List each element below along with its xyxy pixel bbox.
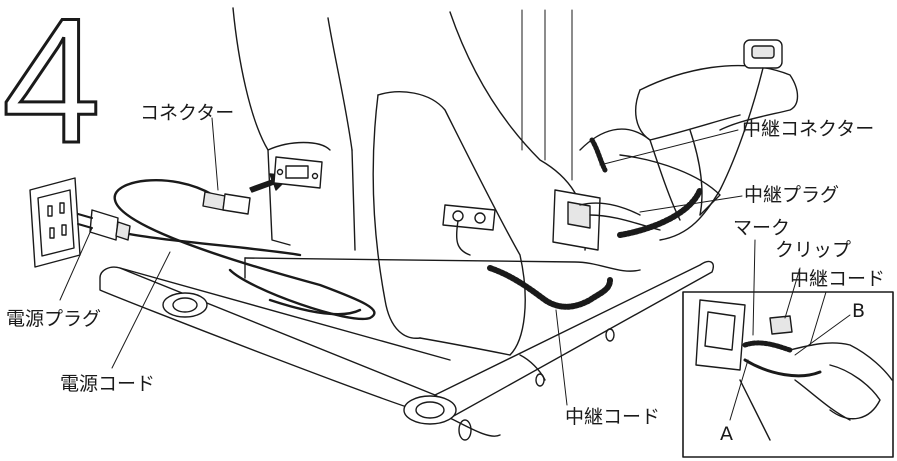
- power-plug: [77, 209, 131, 241]
- label-power-plug: 電源プラグ: [6, 308, 102, 330]
- inset-detail: [682, 291, 894, 458]
- leader-lines: [59, 117, 851, 421]
- label-connector: コネクター: [140, 102, 235, 124]
- step-number: 4: [1, 0, 103, 180]
- relay-cord-coil: [487, 137, 703, 310]
- wall-outlet: [29, 177, 81, 268]
- seat-socket-lower: [442, 204, 496, 256]
- label-clip: クリップ: [775, 239, 852, 261]
- relay-box: [552, 189, 661, 251]
- label-relay-plug: 中継プラグ: [744, 184, 840, 206]
- seat-back: [232, 7, 356, 251]
- connector-plug: [202, 191, 251, 215]
- hand-controller: [659, 39, 783, 241]
- label-mark: マーク: [733, 217, 791, 239]
- label-relay-connector: 中継コネクター: [742, 118, 875, 140]
- label-point-b: B: [852, 300, 866, 322]
- seat-socket: [273, 156, 323, 189]
- label-power-cord: 電源コード: [60, 373, 156, 395]
- base-frame: [99, 257, 714, 441]
- label-relay-cord-inset: 中継コード: [790, 268, 886, 290]
- label-point-a: A: [720, 423, 733, 445]
- label-relay-cord-bottom: 中継コード: [565, 406, 661, 428]
- power-cord: [113, 178, 376, 321]
